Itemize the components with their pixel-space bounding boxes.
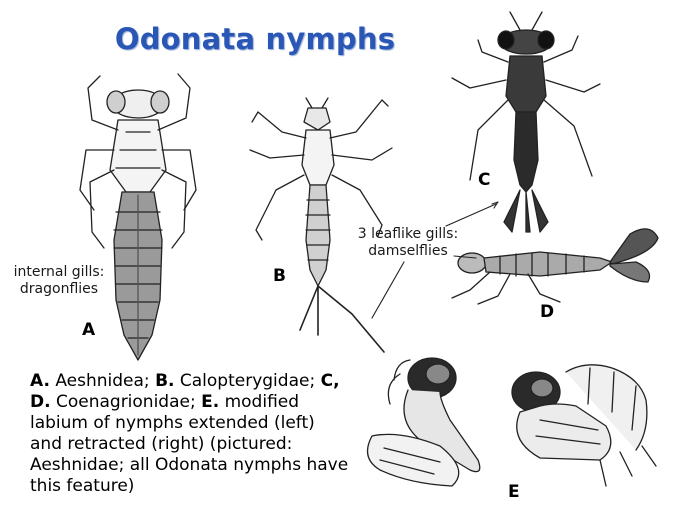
caption-a-key: A. [30, 371, 50, 391]
caption-a-text: Aeshnidea; [50, 371, 155, 391]
nymph-d-illustration [452, 229, 658, 304]
labium-e-illustration [368, 358, 657, 486]
nymph-c-illustration [452, 12, 600, 232]
leaflike-gills-line2: damselflies [348, 243, 468, 260]
internal-gills-line1: internal gills: [4, 264, 114, 281]
caption-b-key: B. [155, 371, 174, 391]
leaflike-gills-note: 3 leaflike gills: damselflies [348, 226, 468, 260]
caption-b-text: Calopterygidae; [174, 371, 315, 391]
figure-caption: A. Aeshnidea; B. Calopterygidae; C, D. C… [30, 371, 350, 497]
pointer-to-c [446, 204, 496, 226]
caption-cd-text: Coenagrionidae; [51, 392, 202, 412]
label-e: E [508, 482, 520, 502]
nymph-b-illustration [250, 98, 392, 352]
leaflike-gills-line1: 3 leaflike gills: [348, 226, 468, 243]
label-c: C [478, 170, 490, 190]
pointer-to-b [372, 262, 404, 318]
label-a: A [82, 320, 95, 340]
label-d: D [540, 302, 554, 322]
label-b: B [273, 266, 286, 286]
caption-e-key: E. [201, 392, 219, 412]
nymph-a-illustration [80, 74, 196, 360]
internal-gills-note: internal gills: dragonflies [4, 264, 114, 298]
internal-gills-line2: dragonflies [4, 281, 114, 298]
